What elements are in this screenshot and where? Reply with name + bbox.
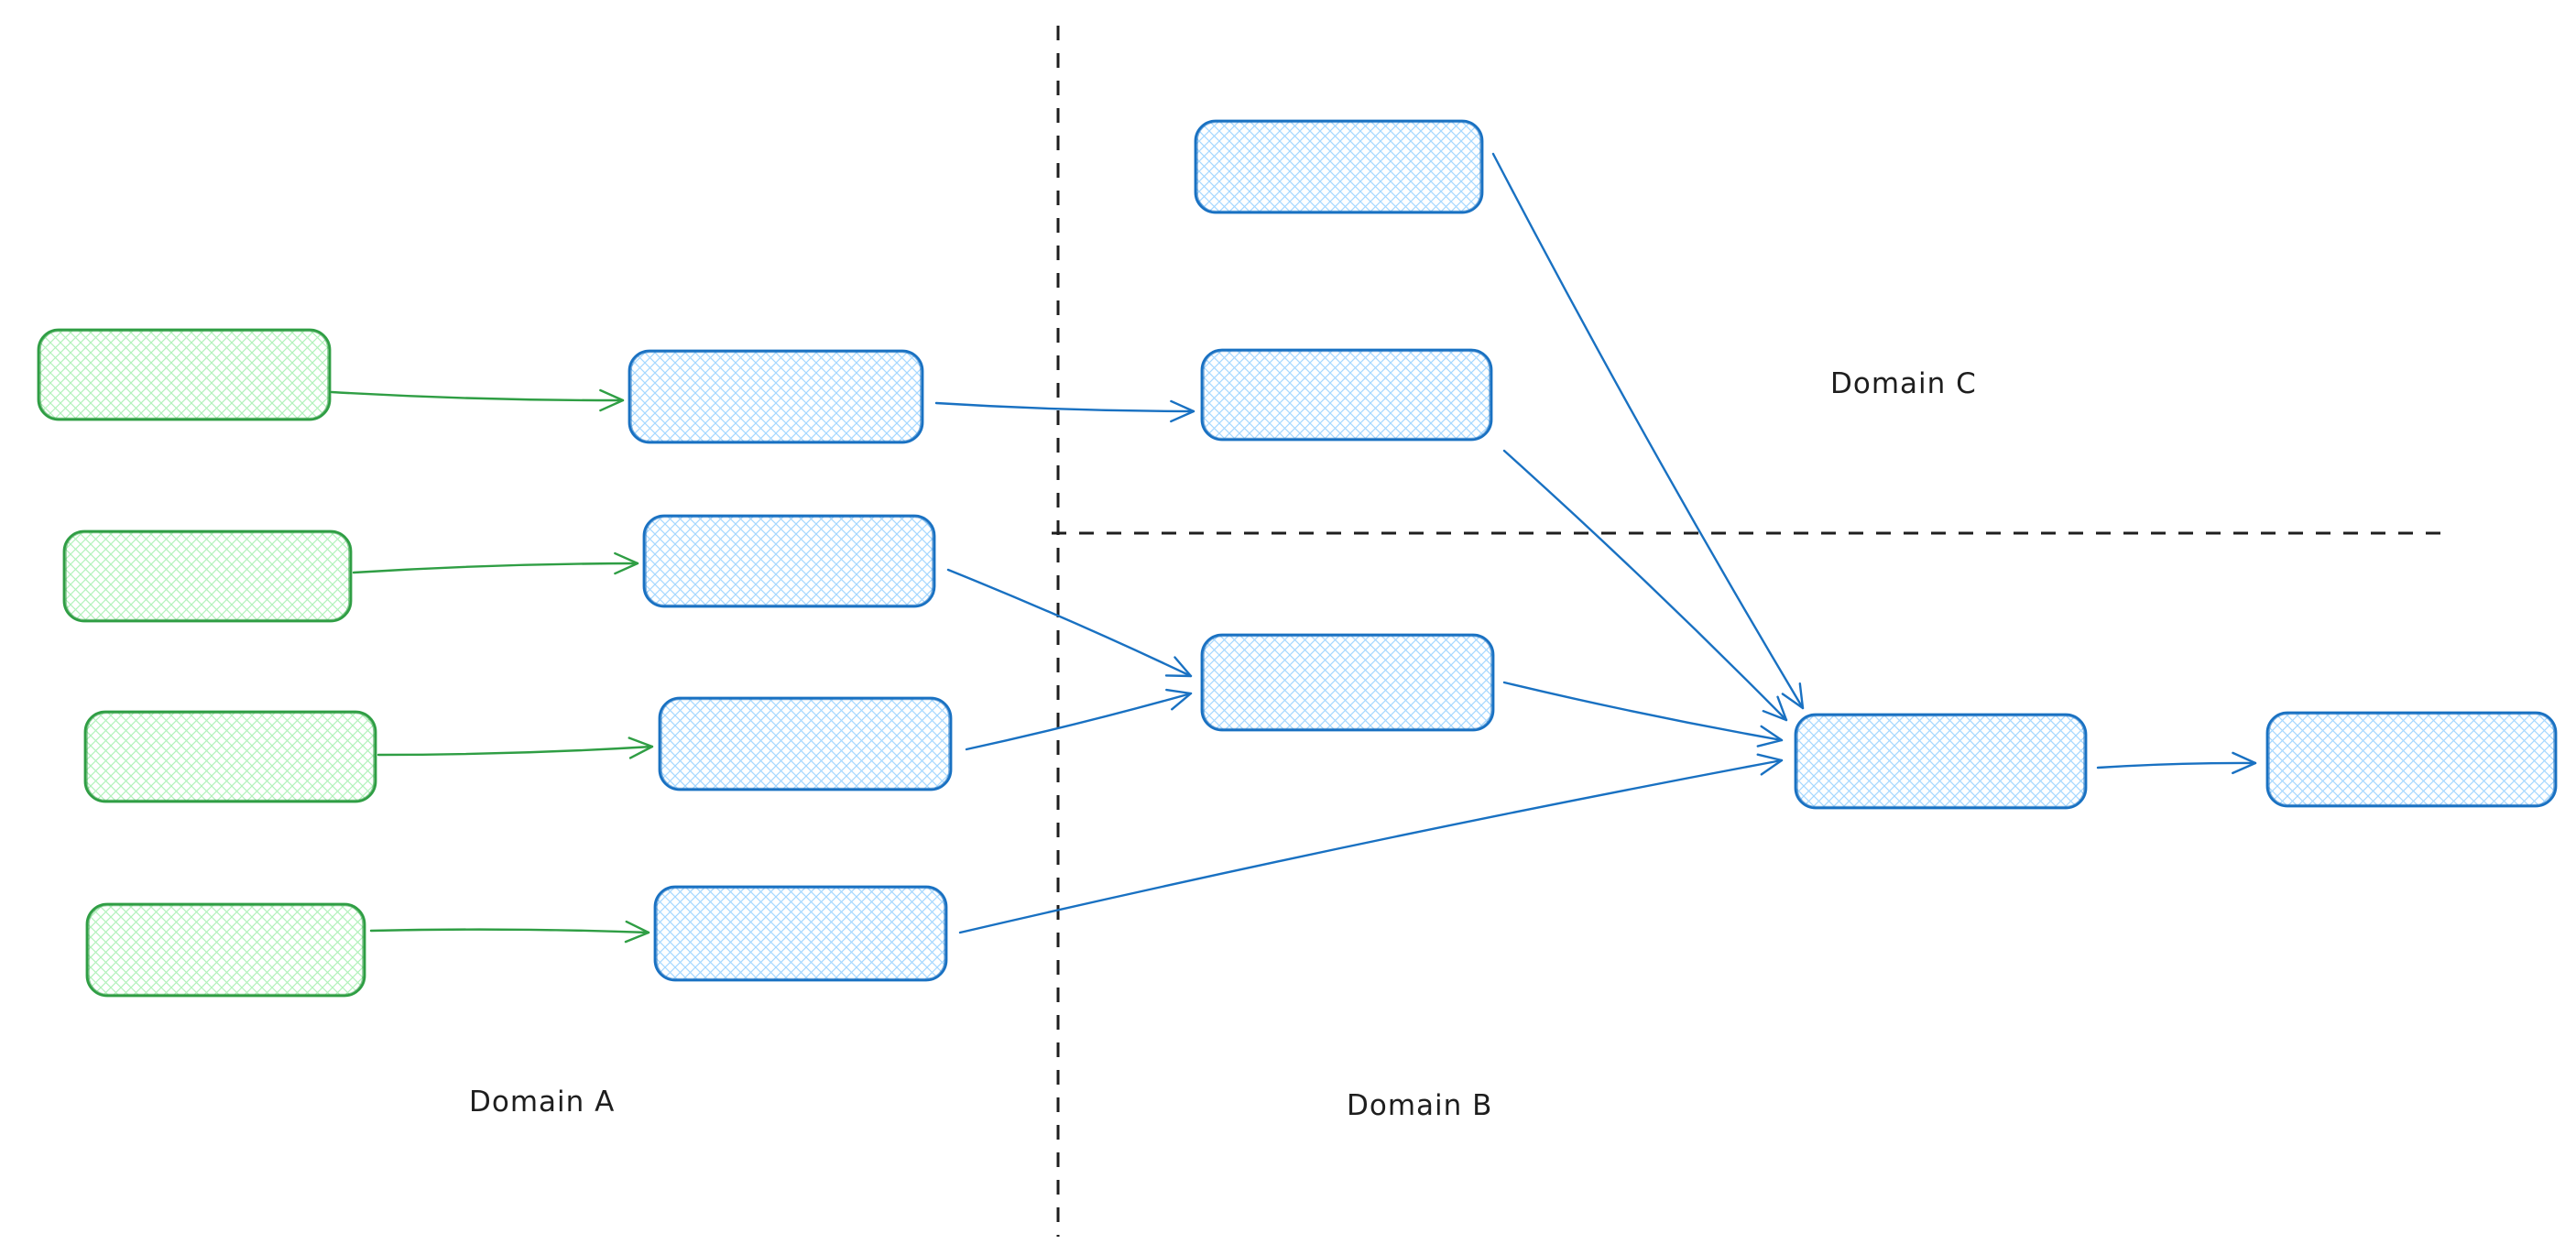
edge-source-1-to-stage-a1 bbox=[330, 388, 625, 412]
edge-source-4-to-stage-a4 bbox=[369, 920, 650, 944]
node-source-1 bbox=[37, 328, 332, 421]
edge-node-b2-to-node-merge bbox=[1502, 681, 1784, 748]
label-domain-c: Domain C bbox=[1830, 367, 1977, 400]
edge-stage-a4-to-node-merge bbox=[958, 753, 1784, 934]
node-node-b1 bbox=[1200, 348, 1493, 442]
arrowhead-icon bbox=[628, 737, 654, 759]
node-stage-a2 bbox=[642, 514, 936, 608]
node-stage-a4 bbox=[653, 885, 948, 982]
node-source-2 bbox=[62, 529, 353, 623]
arrowhead-icon bbox=[1762, 695, 1788, 722]
arrowhead-icon bbox=[1170, 399, 1195, 423]
arrowhead-icon bbox=[1164, 656, 1193, 678]
edge-node-b1-to-node-merge bbox=[1502, 449, 1788, 722]
arrowhead-icon bbox=[614, 551, 639, 575]
edge-node-merge-to-node-output bbox=[2096, 751, 2257, 775]
node-node-c bbox=[1194, 119, 1484, 214]
node-source-3 bbox=[83, 710, 377, 803]
edge-stage-a3-to-node-b2 bbox=[965, 688, 1193, 751]
domain-dividers bbox=[1052, 26, 2444, 1237]
node-source-4 bbox=[85, 902, 366, 998]
arrowhead-icon bbox=[1781, 682, 1805, 710]
arrowhead-icon bbox=[1165, 688, 1193, 711]
arrowhead-icon bbox=[1756, 725, 1784, 748]
labels-layer: Domain A Domain B Domain C bbox=[469, 367, 1977, 1122]
node-node-merge bbox=[1794, 713, 2088, 810]
edge-stage-a1-to-node-b1 bbox=[934, 399, 1195, 423]
edge-source-2-to-stage-a2 bbox=[352, 551, 639, 575]
arrowhead-icon bbox=[1756, 753, 1784, 776]
node-stage-a3 bbox=[658, 696, 953, 791]
edges-layer bbox=[330, 152, 2257, 944]
arrowhead-icon bbox=[2232, 751, 2257, 775]
edge-source-3-to-stage-a3 bbox=[377, 737, 654, 759]
node-node-output bbox=[2265, 711, 2558, 808]
arrowhead-icon bbox=[599, 388, 625, 412]
label-domain-a: Domain A bbox=[469, 1086, 615, 1119]
nodes-layer bbox=[37, 119, 2558, 998]
node-node-b2 bbox=[1200, 633, 1495, 732]
arrowhead-icon bbox=[624, 920, 650, 944]
edge-node-c-to-node-merge bbox=[1491, 152, 1805, 710]
label-domain-b: Domain B bbox=[1347, 1089, 1492, 1122]
edge-stage-a2-to-node-b2 bbox=[946, 568, 1193, 678]
node-stage-a1 bbox=[628, 349, 924, 444]
